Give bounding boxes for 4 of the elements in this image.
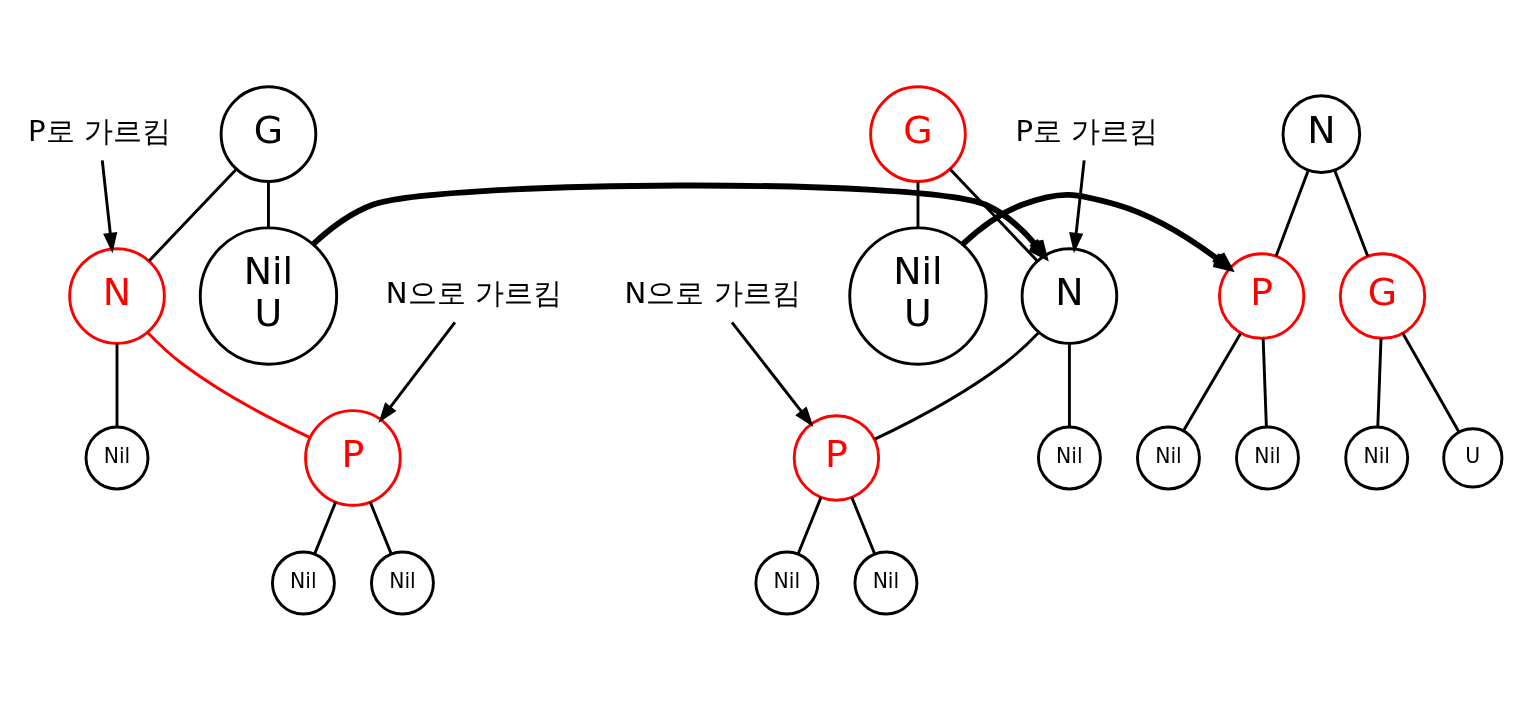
node-text: P로 가르킴 — [1015, 114, 1159, 149]
node-text: P로 가르킴 — [28, 114, 171, 149]
node-text: N으로 가르킴 — [624, 276, 801, 311]
node-text: N으로 가르킴 — [385, 276, 562, 311]
